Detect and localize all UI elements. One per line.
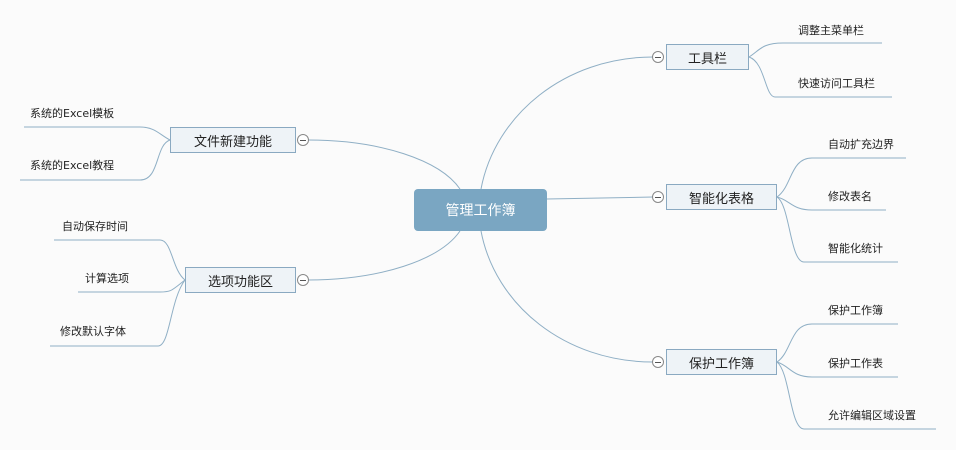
- collapse-toggle-toolbar[interactable]: [652, 51, 664, 63]
- connector-options-leaf-3: [50, 279, 186, 347]
- leaf-options-1[interactable]: 自动保存时间: [62, 220, 128, 233]
- branch-node-toolbar[interactable]: 工具栏: [666, 44, 749, 70]
- collapse-toggle-options[interactable]: [297, 274, 309, 286]
- connector-protect-leaf-3: [776, 361, 936, 430]
- connector-protect-leaf-1: [776, 323, 898, 363]
- branch-node-new-file[interactable]: 文件新建功能: [170, 127, 296, 153]
- collapse-toggle-protect[interactable]: [652, 356, 664, 368]
- branch-node-smart-table[interactable]: 智能化表格: [666, 184, 777, 210]
- leaf-protect-1[interactable]: 保护工作簿: [828, 304, 883, 317]
- branch-label-smart-table: 智能化表格: [688, 191, 754, 207]
- connector-options-leaf-2: [78, 279, 186, 293]
- leaf-options-2[interactable]: 计算选项: [85, 272, 129, 285]
- connector-root-protect: [480, 230, 654, 363]
- branch-label-options: 选项功能区: [207, 274, 273, 290]
- leaf-toolbar-2[interactable]: 快速访问工具栏: [798, 77, 875, 90]
- branch-node-options[interactable]: 选项功能区: [185, 267, 296, 293]
- collapse-toggle-smart-table[interactable]: [652, 191, 664, 203]
- leaf-new-file-1[interactable]: 系统的Excel模板: [30, 107, 115, 120]
- root-node[interactable]: 管理工作簿: [414, 189, 547, 231]
- branch-label-toolbar: 工具栏: [687, 51, 727, 67]
- leaf-smart-table-1[interactable]: 自动扩充边界: [828, 138, 894, 151]
- connector-newfile-leaf-1: [24, 126, 171, 141]
- connector-root-toolbar: [480, 56, 654, 190]
- leaf-protect-2[interactable]: 保护工作表: [828, 357, 883, 370]
- leaf-smart-table-2[interactable]: 修改表名: [828, 190, 872, 203]
- collapse-toggle-new-file[interactable]: [297, 134, 309, 146]
- leaf-smart-table-3[interactable]: 智能化统计: [828, 242, 883, 255]
- leaf-protect-3[interactable]: 允许编辑区域设置: [828, 409, 916, 422]
- connector-smart-leaf-3: [776, 196, 898, 263]
- connector-smart-leaf-1: [776, 157, 906, 198]
- connector-root-smart-table: [546, 196, 654, 200]
- connector-protect-leaf-2: [776, 361, 898, 378]
- connector-newfile-leaf-2: [20, 139, 171, 181]
- connector-toolbar-leaf-2: [748, 56, 892, 98]
- connector-toolbar-leaf-1: [748, 42, 882, 58]
- connector-options-leaf-1: [54, 239, 186, 281]
- branch-label-protect: 保护工作簿: [688, 356, 754, 372]
- branch-node-protect[interactable]: 保护工作簿: [666, 349, 777, 375]
- branch-label-new-file: 文件新建功能: [193, 134, 272, 150]
- connector-smart-leaf-2: [776, 196, 886, 211]
- leaf-options-3[interactable]: 修改默认字体: [60, 325, 126, 338]
- leaf-new-file-2[interactable]: 系统的Excel教程: [30, 159, 115, 172]
- leaf-toolbar-1[interactable]: 调整主菜单栏: [798, 24, 864, 37]
- root-label: 管理工作簿: [445, 203, 516, 219]
- connector-root-options: [307, 230, 461, 281]
- connector-root-new-file: [307, 139, 461, 190]
